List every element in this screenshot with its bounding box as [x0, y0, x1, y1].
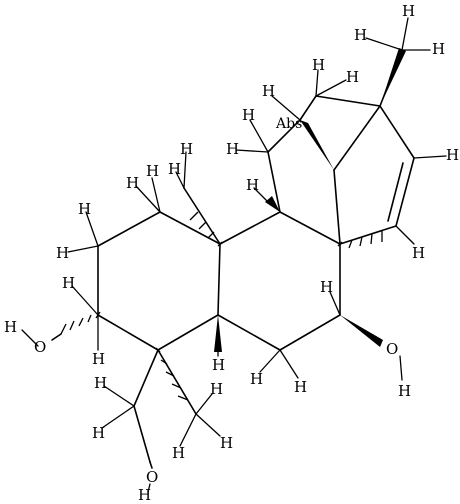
- h-label: H: [62, 274, 75, 292]
- h-label: H: [354, 26, 367, 44]
- oh2-hydrogen-label: H: [398, 382, 411, 400]
- abs-stereo-label: Abs: [275, 116, 302, 132]
- hydrogen-bonds: [67, 17, 447, 447]
- h-label: H: [312, 56, 325, 74]
- h-label: H: [294, 378, 307, 396]
- h-label: H: [220, 434, 233, 452]
- h-label: H: [402, 2, 415, 20]
- h-label: H: [210, 380, 223, 398]
- h-label: H: [56, 244, 69, 262]
- oh1-hydrogen-label: H: [4, 318, 17, 336]
- h-label: H: [346, 68, 359, 86]
- h-label: H: [126, 174, 139, 192]
- oh-bonds: [21, 329, 403, 493]
- oh3-oxygen-label: O: [146, 468, 158, 486]
- h-label: H: [146, 162, 159, 180]
- h-label: H: [180, 140, 193, 158]
- h-label: H: [92, 350, 105, 368]
- h-label: H: [212, 356, 225, 374]
- oh3-hydrogen-label: H: [138, 486, 151, 504]
- h-label: H: [168, 160, 181, 178]
- atom-labels: O H O H O H Abs H H H H H H H H H H H H …: [4, 2, 459, 504]
- skeleton-bonds: [97, 49, 415, 463]
- h-label: H: [432, 40, 445, 58]
- h-label: H: [92, 424, 105, 442]
- oh1-oxygen-label: O: [34, 338, 46, 356]
- h-label: H: [94, 374, 107, 392]
- h-label: H: [320, 278, 333, 296]
- h-label: H: [412, 244, 425, 262]
- h-label: H: [242, 106, 255, 124]
- h-label: H: [172, 444, 185, 462]
- h-label: H: [446, 146, 459, 164]
- h-label: H: [262, 82, 275, 100]
- h-label: H: [78, 200, 91, 218]
- h-label: H: [246, 176, 259, 194]
- h-label: H: [226, 140, 239, 158]
- h-label: H: [250, 370, 263, 388]
- stereo-bonds: [60, 48, 406, 401]
- oh2-oxygen-label: O: [386, 340, 398, 358]
